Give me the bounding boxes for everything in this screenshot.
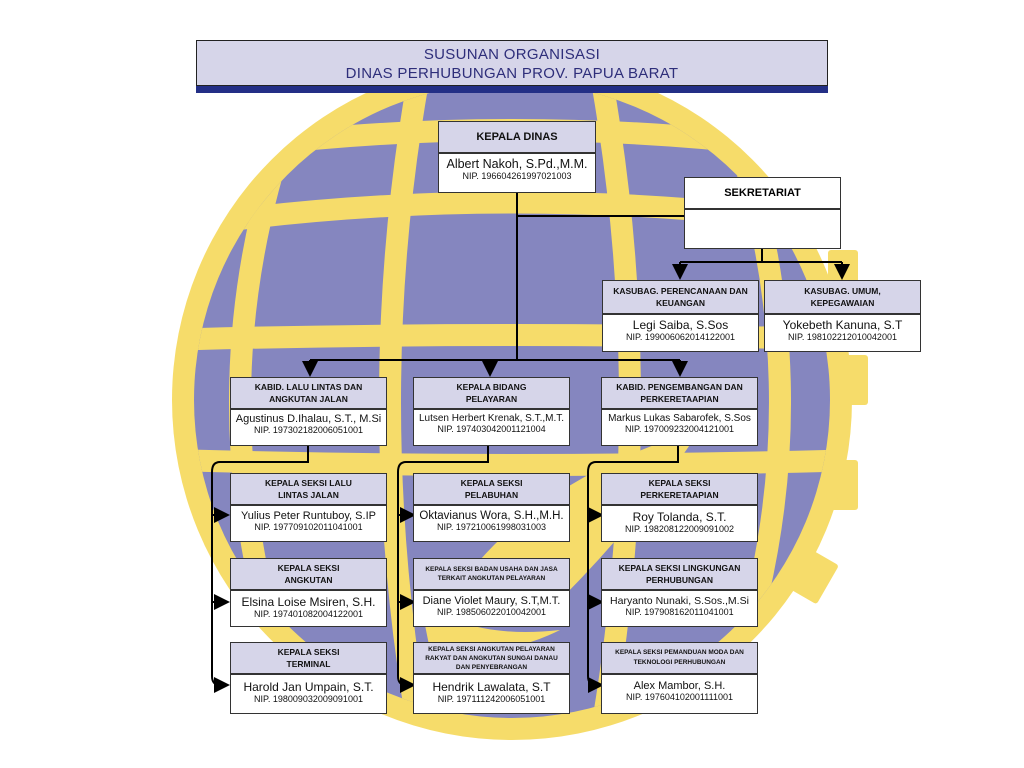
seksi-lingkungan-nip: NIP. 197908162011041001: [625, 607, 734, 617]
kepala-dinas-nip: NIP. 196604261997021003: [462, 171, 572, 181]
kasubag-umum-card: Yokebeth Kanuna, S.T NIP. 19810221201004…: [764, 314, 921, 352]
chart-title: SUSUNAN ORGANISASI DINAS PERHUBUNGAN PRO…: [196, 40, 828, 86]
seksi-lalu-lintas-card: Yulius Peter Runtuboy, S.IP NIP. 1977091…: [230, 505, 387, 542]
seksi-perkeretaapian-card: Roy Tolanda, S.T. NIP. 19820812200909100…: [601, 505, 758, 542]
seksi-angkutan-card: Elsina Loise Msiren, S.H. NIP. 197401082…: [230, 590, 387, 627]
seksi-perkeretaapian-nip: NIP. 198208122009091002: [625, 524, 734, 534]
kabid-pelayaran-nip: NIP. 197403042001121004: [437, 424, 546, 434]
kabid-pengembangan-nip: NIP. 197009232004121001: [625, 424, 734, 434]
title-line-2: DINAS PERHUBUNGAN PROV. PAPUA BARAT: [345, 65, 679, 82]
seksi-angkutan-header: KEPALA SEKSI ANGKUTAN: [230, 558, 387, 590]
seksi-angkutan-name: Elsina Loise Msiren, S.H.: [241, 595, 376, 609]
seksi-pelayaran-rakyat-nip: NIP. 197111242006051001: [437, 694, 546, 704]
seksi-lalu-lintas-header: KEPALA SEKSI LALU LINTAS JALAN: [230, 473, 387, 505]
kasubag-perencanaan-nip: NIP. 199006062014122001: [626, 332, 735, 342]
seksi-pelabuhan-nip: NIP. 197210061998031003: [437, 522, 546, 532]
kabid-pelayaran-card: Lutsen Herbert Krenak, S.T.,M.T. NIP. 19…: [413, 409, 570, 446]
seksi-lingkungan-name: Haryanto Nunaki, S.Sos.,M.Si: [610, 595, 749, 607]
kasubag-umum-header: KASUBAG. UMUM, KEPEGAWAIAN: [764, 280, 921, 314]
seksi-terminal-header: KEPALA SEKSI TERMINAL: [230, 642, 387, 674]
seksi-pelayaran-rakyat-card: Hendrik Lawalata, S.T NIP. 1971112420060…: [413, 674, 570, 714]
seksi-badan-usaha-name: Diane Violet Maury, S.T,M.T.: [422, 595, 561, 607]
kasubag-perencanaan-card: Legi Saiba, S.Sos NIP. 19900606201412200…: [602, 314, 759, 352]
seksi-terminal-card: Harold Jan Umpain, S.T. NIP. 19800903200…: [230, 674, 387, 714]
seksi-pemanduan-moda-header: KEPALA SEKSI PEMANDUAN MODA DAN TEKNOLOG…: [601, 642, 758, 674]
seksi-angkutan-nip: NIP. 197401082004122001: [254, 609, 363, 619]
kabid-pengembangan-card: Markus Lukas Sabarofek, S.Sos NIP. 19700…: [601, 409, 758, 446]
kabid-llaj-nip: NIP. 197302182006051001: [254, 425, 363, 435]
kepala-dinas-card: Albert Nakoh, S.Pd.,M.M. NIP. 1966042619…: [438, 153, 596, 193]
seksi-lalu-lintas-name: Yulius Peter Runtuboy, S.IP: [241, 510, 376, 522]
kasubag-perencanaan-name: Legi Saiba, S.Sos: [632, 318, 729, 332]
seksi-perkeretaapian-name: Roy Tolanda, S.T.: [632, 510, 727, 524]
seksi-terminal-nip: NIP. 198009032009091001: [254, 694, 363, 704]
seksi-pemanduan-moda-card: Alex Mambor, S.H. NIP. 19760410200111100…: [601, 674, 758, 714]
seksi-badan-usaha-card: Diane Violet Maury, S.T,M.T. NIP. 198506…: [413, 590, 570, 627]
seksi-perkeretaapian-header: KEPALA SEKSI PERKERETAAPIAN: [601, 473, 758, 505]
kabid-llaj-header: KABID. LALU LINTAS DAN ANGKUTAN JALAN: [230, 377, 387, 409]
title-line-1: SUSUNAN ORGANISASI: [423, 46, 601, 63]
seksi-badan-usaha-header: KEPALA SEKSI BADAN USAHA DAN JASA TERKAI…: [413, 558, 570, 590]
seksi-badan-usaha-nip: NIP. 198506022010042001: [437, 607, 546, 617]
seksi-pelabuhan-card: Oktavianus Wora, S.H.,M.H. NIP. 19721006…: [413, 505, 570, 542]
kabid-llaj-card: Agustinus D.Ihalau, S.T., M.Si NIP. 1973…: [230, 409, 387, 446]
kabid-pengembangan-name: Markus Lukas Sabarofek, S.Sos: [608, 413, 751, 424]
seksi-pemanduan-moda-name: Alex Mambor, S.H.: [633, 680, 726, 692]
seksi-lingkungan-card: Haryanto Nunaki, S.Sos.,M.Si NIP. 197908…: [601, 590, 758, 627]
kabid-llaj-name: Agustinus D.Ihalau, S.T., M.Si: [235, 413, 382, 425]
kasubag-perencanaan-header: KASUBAG. PERENCANAAN DAN KEUANGAN: [602, 280, 759, 314]
seksi-pemanduan-moda-nip: NIP. 197604102001111001: [626, 692, 733, 702]
kabid-pelayaran-header: KEPALA BIDANG PELAYARAN: [413, 377, 570, 409]
seksi-lalu-lintas-nip: NIP. 197709102011041001: [254, 522, 363, 532]
sekretariat-card: [684, 209, 841, 249]
kepala-dinas-name: Albert Nakoh, S.Pd.,M.M.: [446, 157, 588, 171]
kabid-pengembangan-header: KABID. PENGEMBANGAN DAN PERKERETAAPIAN: [601, 377, 758, 409]
seksi-pelabuhan-name: Oktavianus Wora, S.H.,M.H.: [419, 510, 564, 522]
kasubag-umum-nip: NIP. 198102212010042001: [788, 332, 897, 342]
sekretariat-header: SEKRETARIAT: [684, 177, 841, 209]
kepala-dinas-header: KEPALA DINAS: [438, 121, 596, 153]
seksi-pelabuhan-header: KEPALA SEKSI PELABUHAN: [413, 473, 570, 505]
seksi-terminal-name: Harold Jan Umpain, S.T.: [243, 680, 374, 694]
seksi-pelayaran-rakyat-header: KEPALA SEKSI ANGKUTAN PELAYARAN RAKYAT D…: [413, 642, 570, 674]
title-underline-bar: [196, 86, 828, 93]
seksi-lingkungan-header: KEPALA SEKSI LINGKUNGAN PERHUBUNGAN: [601, 558, 758, 590]
kabid-pelayaran-name: Lutsen Herbert Krenak, S.T.,M.T.: [418, 413, 565, 424]
seksi-pelayaran-rakyat-name: Hendrik Lawalata, S.T: [432, 680, 551, 694]
kasubag-umum-name: Yokebeth Kanuna, S.T: [782, 318, 903, 332]
